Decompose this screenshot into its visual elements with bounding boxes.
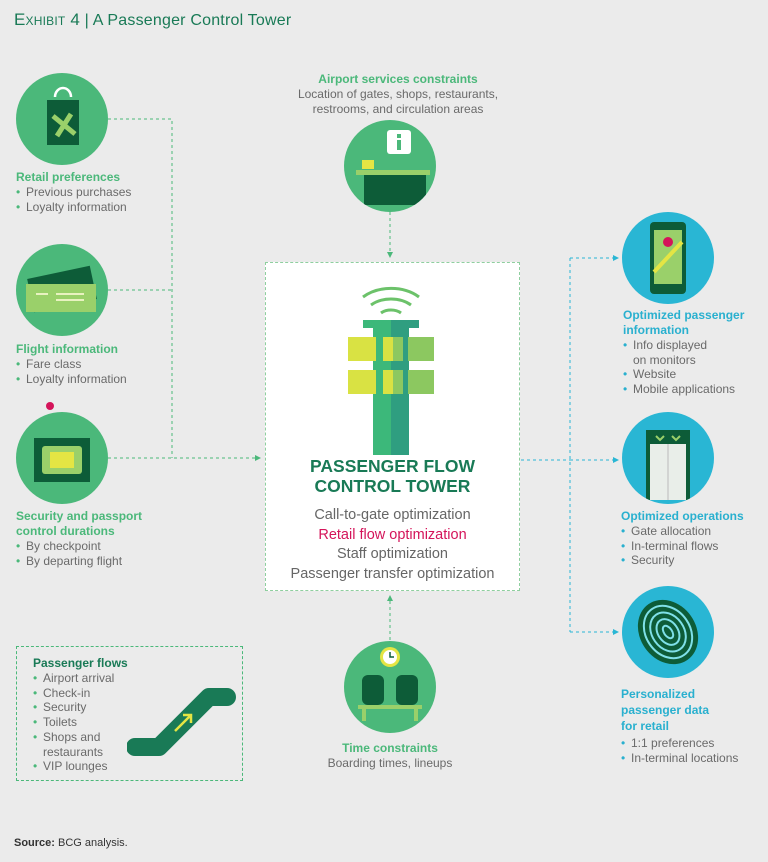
source-label: Source: — [14, 837, 55, 849]
heading-line: passenger data — [621, 703, 710, 717]
title-line: CONTROL TOWER — [314, 476, 471, 496]
fingerprint-icon — [622, 586, 714, 678]
security-scanner-icon — [16, 412, 108, 504]
bullet: Shops and restaurants — [33, 730, 111, 759]
flight-information: Flight information Fare classLoyalty inf… — [16, 342, 127, 386]
personalized-passenger-data: Personalized passenger data for retail 1:1… — [621, 686, 738, 765]
bullet: Toilets — [33, 715, 143, 730]
exhibit-title: Exhibit 4 | A Passenger Control Tower — [14, 10, 291, 30]
optimization-item-highlighted: Retail flow optimization — [318, 526, 467, 543]
bullet: VIP lounges — [33, 759, 143, 774]
info-desk-icon — [344, 120, 436, 212]
time-constraints-text: Boarding times, lineups — [327, 756, 453, 770]
text-line: Location of gates, shops, restaurants, — [297, 87, 499, 101]
bullet: In-terminal flows — [621, 539, 744, 554]
retail-preferences: Retail preferences Previous purchasesLoy… — [16, 170, 131, 214]
bullet: Previous purchases — [16, 185, 131, 200]
title-line: PASSENGER FLOW — [310, 456, 475, 476]
bullet: Security — [33, 700, 143, 715]
optimization-item: Call-to-gate optimization — [314, 507, 471, 523]
boarding-pass-icon — [16, 244, 108, 336]
retail-preferences-heading: Retail preferences — [16, 170, 121, 184]
source-note: Source: BCG analysis. — [14, 837, 128, 849]
control-tower-icon — [348, 286, 434, 455]
output-heading: Personalized passenger data for retail — [621, 686, 738, 734]
bullet: 1:1 preferences — [621, 736, 738, 751]
heading-line: Optimized passenger — [623, 308, 745, 322]
bullet: Loyalty information — [16, 200, 131, 215]
separator: | — [84, 12, 90, 29]
escalator-icon — [127, 688, 236, 756]
bullet: Loyalty information — [16, 372, 127, 387]
bullet: Gate allocation — [621, 524, 744, 539]
passenger-flows-box: Passenger flows Airport arrival Check-in… — [16, 646, 243, 781]
source-text: BCG analysis. — [58, 837, 128, 849]
waiting-seats-clock-icon — [344, 641, 436, 733]
bullet: Fare class — [16, 357, 127, 372]
title-text: A Passenger Control Tower — [92, 12, 292, 29]
bullet: Check-in — [33, 686, 143, 701]
shopping-bag-icon — [16, 73, 108, 165]
heading-line: Personalized — [621, 687, 696, 701]
heading-line: control durations — [16, 524, 115, 538]
heading-line: information — [623, 323, 689, 337]
airport-services-heading: Airport services constraints — [318, 72, 478, 86]
airport-services: Airport services constraints Location of… — [268, 72, 528, 116]
time-constraints: Time constraints Boarding times, lineups — [300, 741, 480, 771]
flight-information-heading: Flight information — [16, 342, 118, 356]
bullet: Mobile applications — [623, 382, 744, 397]
optimized-operations: Optimized operations Gate allocationIn-t… — [621, 509, 744, 568]
time-constraints-heading: Time constraints — [342, 741, 438, 755]
heading-line: for retail — [621, 719, 670, 733]
optimization-item: Staff optimization — [337, 546, 448, 562]
bullet: Website — [623, 367, 744, 382]
alarm-light-icon — [46, 402, 54, 410]
phone-map-icon — [622, 212, 714, 304]
heading-line: Security and passport — [16, 509, 143, 523]
bullet: In-terminal locations — [621, 751, 738, 766]
bullet: By checkpoint — [16, 539, 142, 554]
output-heading: Optimized operations — [621, 509, 744, 523]
bullet: By departing flight — [16, 554, 142, 569]
bullet: Security — [621, 553, 744, 568]
passenger-flows-heading: Passenger flows — [33, 656, 128, 670]
text-line: restrooms, and circulation areas — [312, 101, 484, 116]
optimization-list: Call-to-gate optimization Retail flow op… — [266, 506, 519, 584]
exhibit-number: Exhibit 4 — [14, 10, 80, 29]
optimization-item: Passenger transfer optimization — [290, 565, 495, 582]
gate-door-icon — [622, 412, 714, 504]
bullet: Airport arrival — [33, 671, 143, 686]
bullet: Info displayed on monitors — [623, 338, 718, 367]
